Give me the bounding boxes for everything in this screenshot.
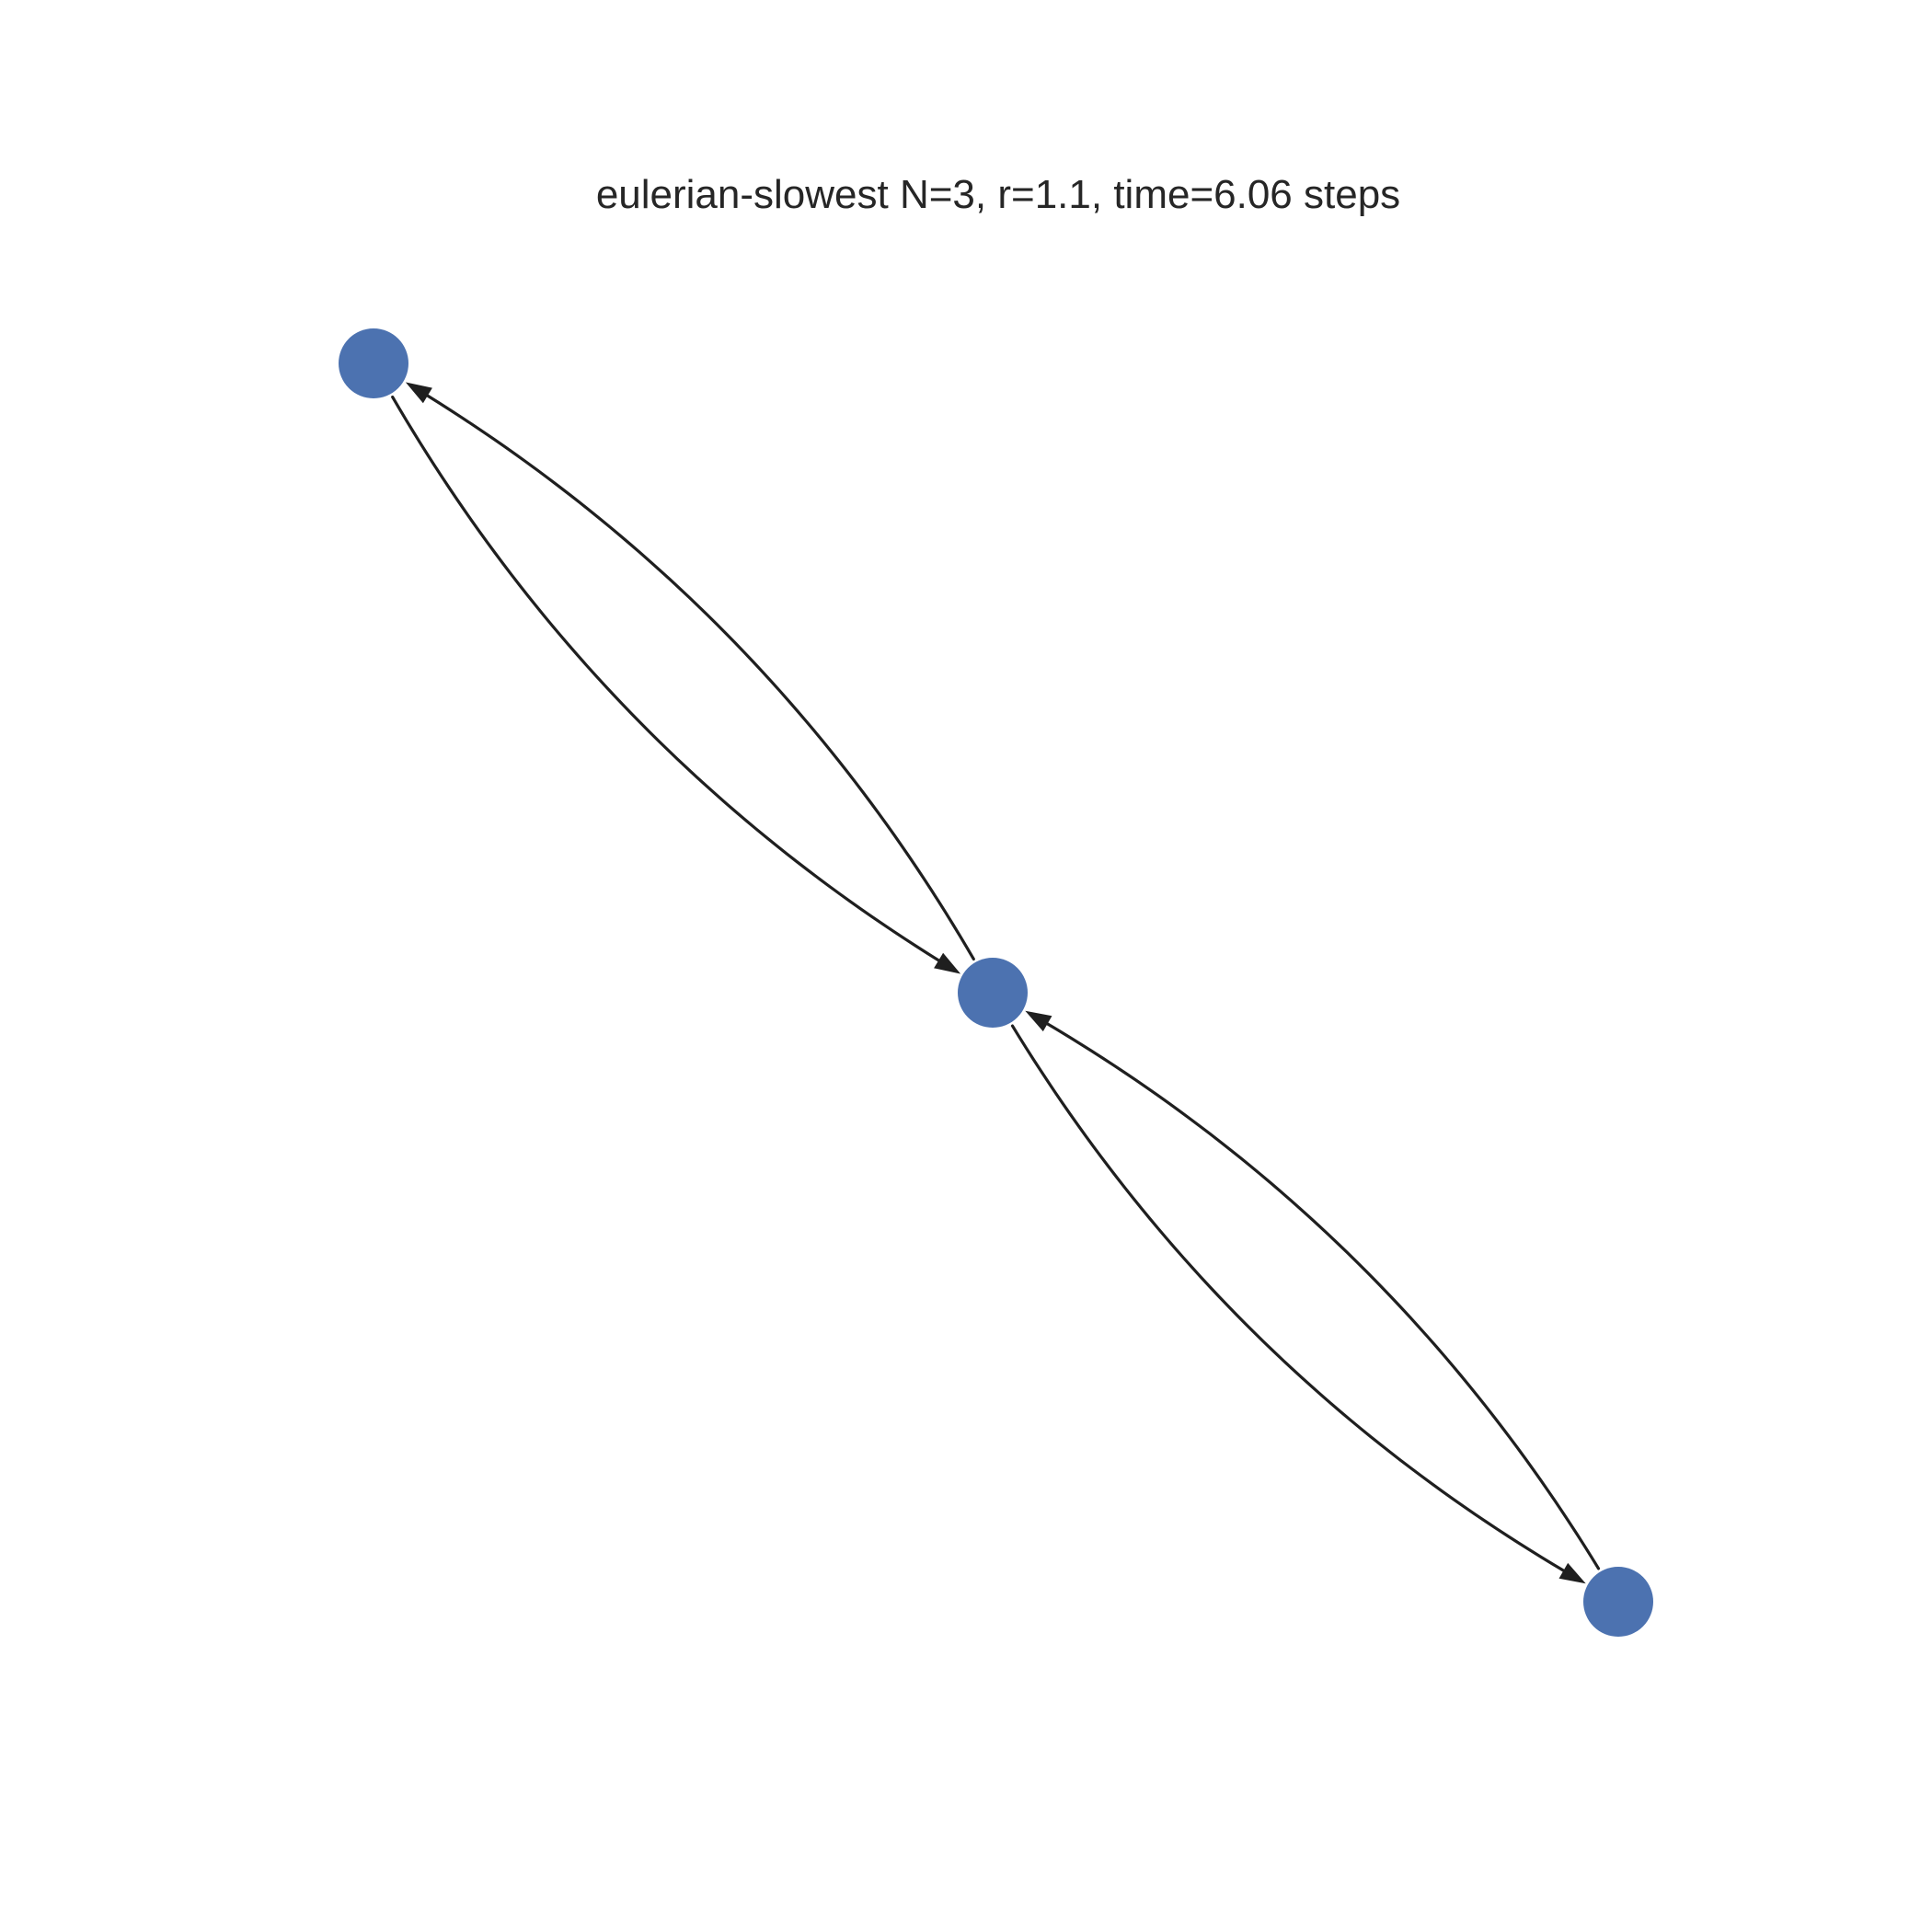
- edge-2-to-1: [1045, 1022, 1601, 1570]
- arrowhead-1-to-2: [1558, 1562, 1586, 1584]
- diagram-title: eulerian-slowest N=3, r=1.1, time=6.06 s…: [596, 172, 1400, 217]
- node-0: [339, 328, 408, 398]
- arrowhead-0-to-1: [934, 952, 961, 974]
- nodes-layer: [339, 328, 1653, 1637]
- edges-layer: [391, 382, 1601, 1584]
- edge-1-to-0: [425, 394, 975, 961]
- node-1: [958, 958, 1028, 1028]
- edge-0-to-1: [391, 395, 941, 962]
- edge-1-to-2: [1010, 1024, 1566, 1572]
- arrowhead-2-to-1: [1025, 1010, 1052, 1032]
- node-2: [1583, 1567, 1653, 1637]
- arrowhead-1-to-0: [405, 382, 432, 404]
